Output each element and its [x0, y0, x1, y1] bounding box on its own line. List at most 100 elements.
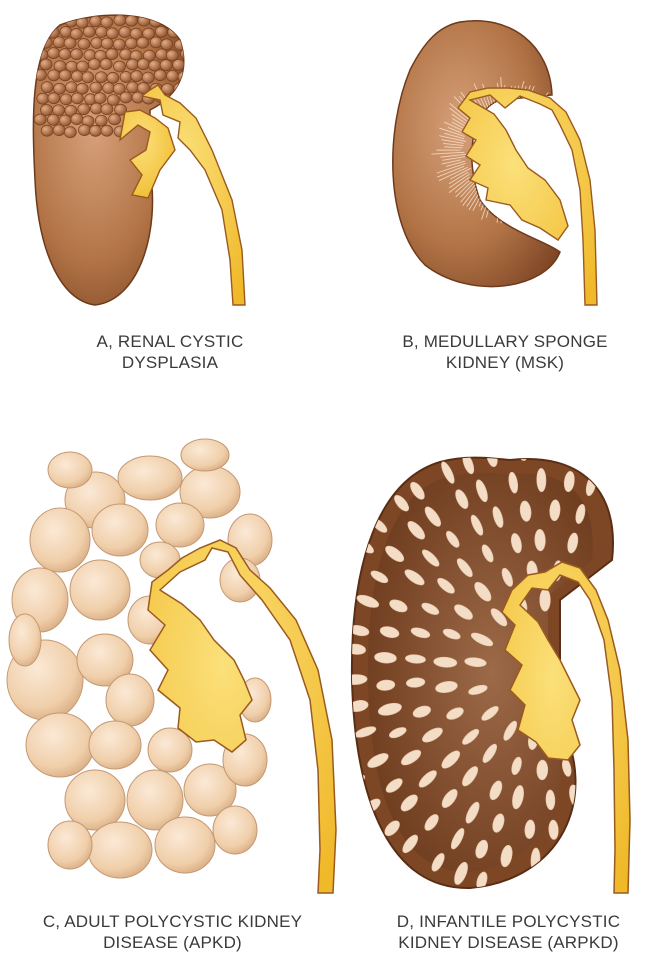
- dysplastic-cyst: [78, 104, 90, 115]
- dysplastic-cyst: [48, 70, 60, 81]
- dysplastic-cyst: [187, 39, 199, 50]
- dysplastic-cyst: [47, 114, 59, 125]
- arpkd-cyst: [316, 642, 337, 655]
- apkd-cyst: [106, 674, 154, 726]
- medullary-striation: [549, 140, 566, 143]
- arpkd-cyst: [556, 878, 569, 901]
- dysplastic-cyst: [41, 125, 53, 136]
- medullary-striation: [550, 146, 568, 147]
- dysplastic-cyst: [127, 82, 139, 93]
- caption-c-line1: C, ADULT POLYCYSTIC KIDNEY: [0, 911, 345, 932]
- dysplastic-cyst: [95, 115, 107, 126]
- apkd-cyst: [48, 821, 92, 869]
- caption-d: D, INFANTILE POLYCYSTIC KIDNEY DISEASE (…: [348, 911, 669, 953]
- dysplastic-cyst: [150, 37, 162, 48]
- dysplastic-cyst: [131, 71, 143, 82]
- dysplastic-cyst: [119, 27, 131, 38]
- dysplastic-cyst: [60, 26, 72, 37]
- dysplastic-cyst: [94, 93, 106, 104]
- dysplastic-cyst: [125, 38, 137, 49]
- arpkd-cyst: [334, 753, 356, 769]
- arpkd-cyst: [540, 589, 551, 611]
- dysplastic-cyst: [174, 83, 186, 94]
- caption-b-line1: B, MEDULLARY SPONGE: [350, 331, 660, 352]
- dysplastic-cyst: [100, 59, 112, 70]
- dysplastic-cyst: [166, 70, 178, 81]
- panel-c-adult-polycystic-kidney: [7, 439, 336, 893]
- caption-c: C, ADULT POLYCYSTIC KIDNEY DISEASE (APKD…: [0, 911, 345, 953]
- apkd-cyst: [181, 439, 229, 471]
- dysplastic-cyst: [90, 82, 102, 93]
- dysplastic-cyst: [53, 37, 65, 48]
- dysplastic-cyst: [65, 16, 77, 27]
- dysplastic-cyst: [52, 15, 64, 26]
- apkd-cyst: [88, 822, 152, 878]
- dysplastic-cyst: [83, 26, 95, 37]
- dysplastic-cyst: [77, 61, 89, 72]
- dysplastic-cyst: [132, 92, 144, 103]
- dysplastic-cyst: [78, 125, 90, 136]
- dysplastic-cyst: [161, 39, 173, 50]
- caption-a-line2: DYSPLASIA: [20, 352, 320, 373]
- apkd-cyst: [30, 508, 90, 572]
- dysplastic-cyst: [59, 49, 71, 60]
- arpkd-cyst: [334, 566, 359, 585]
- caption-a-line1: A, RENAL CYSTIC: [20, 331, 320, 352]
- dysplastic-cyst: [120, 92, 132, 103]
- dysplastic-cyst: [173, 59, 185, 70]
- apkd-cyst: [156, 503, 204, 547]
- dysplastic-cyst: [78, 38, 90, 49]
- dysplastic-cyst: [96, 26, 108, 37]
- dysplastic-cyst: [88, 59, 100, 70]
- dysplastic-cyst: [90, 125, 102, 136]
- arpkd-cyst: [317, 616, 343, 632]
- dysplastic-cyst: [101, 104, 113, 115]
- dysplastic-cyst: [156, 49, 168, 60]
- dysplastic-cyst: [155, 26, 167, 37]
- dysplastic-cyst: [60, 94, 72, 105]
- dysplastic-cyst: [185, 81, 197, 92]
- arpkd-cyst: [539, 878, 550, 901]
- dysplastic-cyst: [101, 38, 113, 49]
- apkd-cyst: [89, 721, 141, 769]
- medullary-striation: [550, 152, 574, 153]
- dysplastic-cyst: [64, 38, 76, 49]
- dysplastic-cyst: [107, 72, 119, 83]
- dysplastic-cyst: [106, 28, 118, 39]
- caption-d-line2: KIDNEY DISEASE (ARPKD): [348, 932, 669, 953]
- arpkd-cyst: [510, 878, 520, 898]
- dysplastic-cyst: [109, 114, 121, 125]
- dysplastic-cyst: [71, 71, 83, 82]
- dysplastic-cyst: [82, 72, 94, 83]
- panel-b-medullary-sponge-kidney: [393, 21, 597, 305]
- dysplastic-cyst: [125, 15, 137, 26]
- dysplastic-cyst: [184, 16, 196, 27]
- apkd-cyst: [155, 817, 215, 873]
- arpkd-cyst: [573, 816, 588, 837]
- dysplastic-cyst: [114, 15, 126, 26]
- arpkd-cyst: [588, 873, 602, 895]
- dysplastic-cyst: [126, 59, 138, 70]
- dysplastic-cyst: [175, 17, 187, 28]
- dysplastic-cyst: [47, 27, 59, 38]
- dysplastic-cyst: [154, 70, 166, 81]
- dysplastic-cyst: [41, 82, 53, 93]
- dysplastic-cyst: [114, 61, 126, 72]
- dysplastic-cyst: [95, 72, 107, 83]
- dysplastic-cyst: [160, 60, 172, 71]
- dysplastic-cyst: [64, 127, 76, 138]
- dysplastic-cyst: [137, 59, 149, 70]
- dysplastic-cyst: [71, 93, 83, 104]
- dysplastic-cyst: [181, 48, 193, 59]
- dysplastic-cyst: [48, 48, 60, 59]
- renal-pelvis-a: [142, 85, 245, 305]
- dysplastic-cyst: [186, 59, 198, 70]
- arpkd-cyst: [324, 593, 348, 610]
- caption-c-line2: DISEASE (APKD): [0, 932, 345, 953]
- dysplastic-cyst: [180, 27, 192, 38]
- arpkd-cyst: [558, 848, 568, 870]
- apkd-cyst: [118, 456, 182, 500]
- dysplastic-cyst: [34, 114, 46, 125]
- dysplastic-cyst: [41, 16, 53, 27]
- dysplastic-cyst: [37, 93, 49, 104]
